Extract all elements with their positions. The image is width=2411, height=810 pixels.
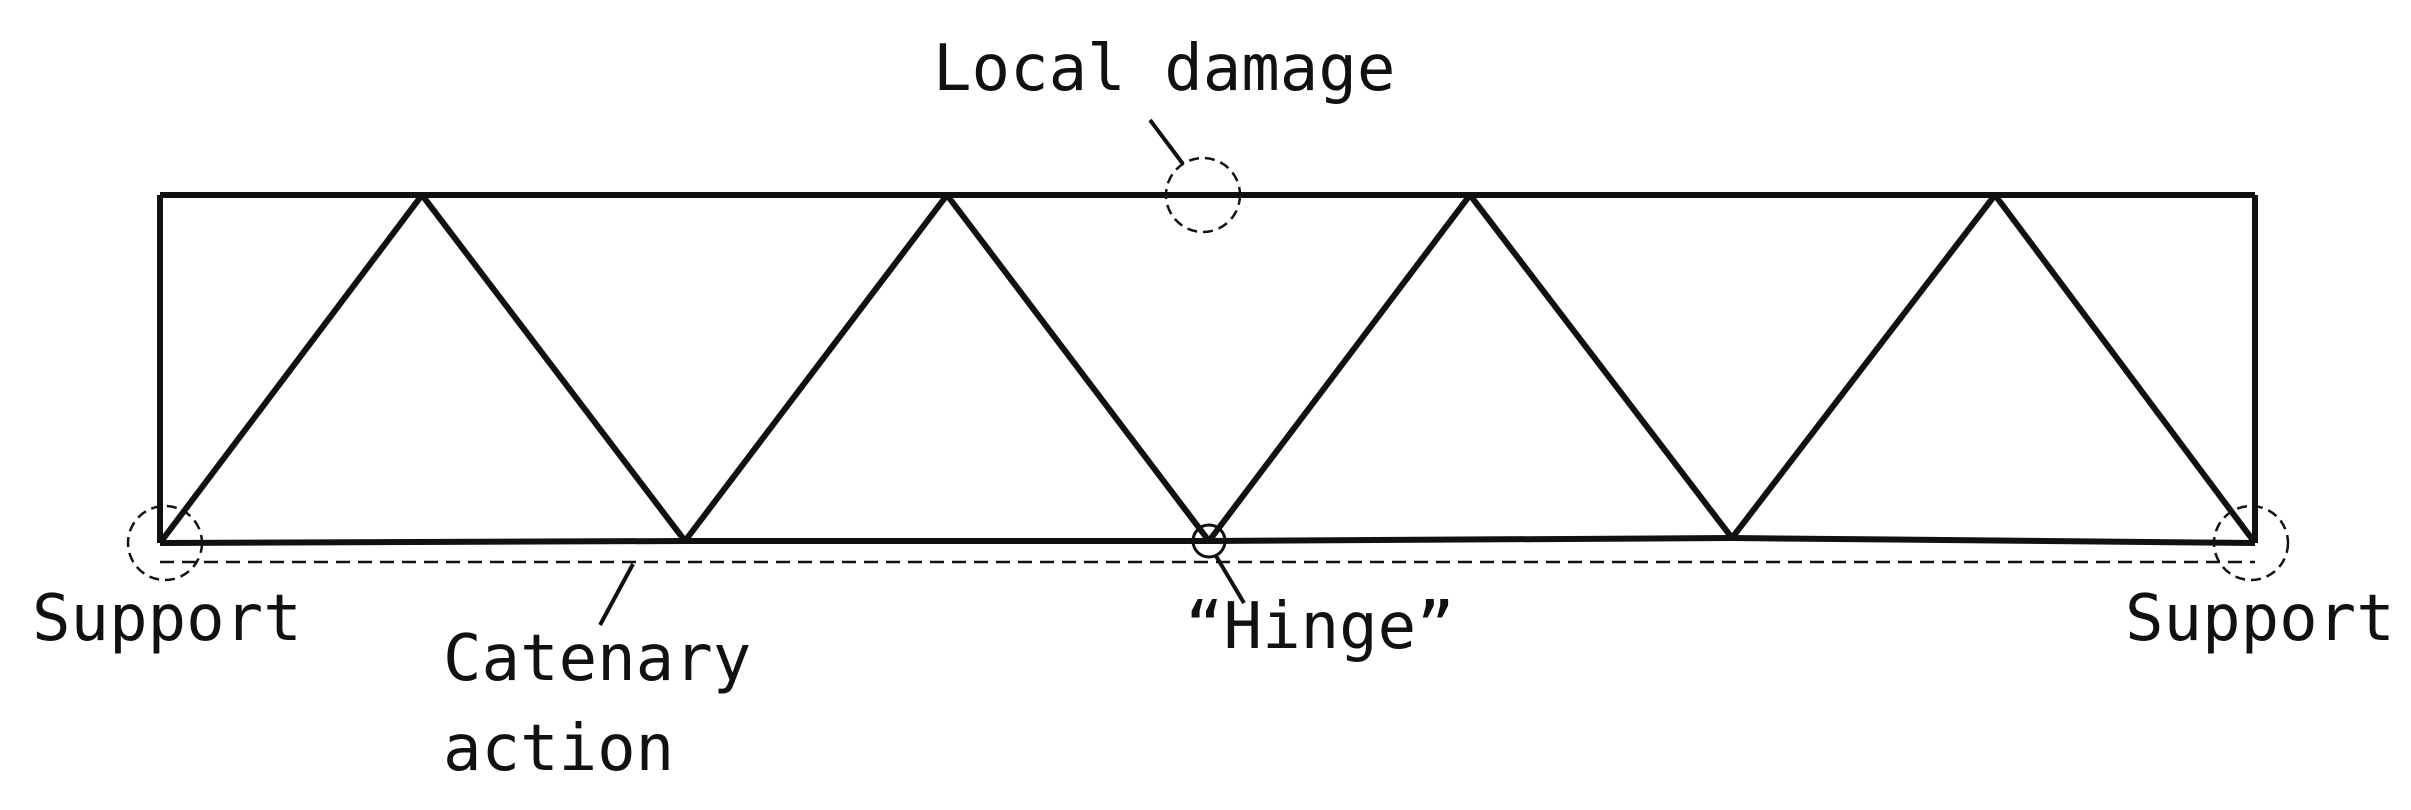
truss-structure <box>157 192 2258 546</box>
web-diagonals <box>157 192 2258 545</box>
hinge-label: “Hinge” <box>1185 590 1455 664</box>
local-damage-circle <box>1164 156 1242 234</box>
hinge-circle <box>1191 523 1227 559</box>
catenary-label-line1: Catenary <box>443 622 751 696</box>
hinge-leader <box>1214 554 1246 605</box>
catenary-leader <box>598 563 635 626</box>
left-support-label: Support <box>32 582 302 656</box>
right-support-label: Support <box>2125 582 2395 656</box>
catenary-label-line2: action <box>443 712 674 786</box>
local-damage-label: Local damage <box>933 32 1395 106</box>
right-support-circle <box>2212 504 2290 582</box>
left-support-circle <box>126 504 204 582</box>
local-damage-leader <box>1148 118 1185 166</box>
